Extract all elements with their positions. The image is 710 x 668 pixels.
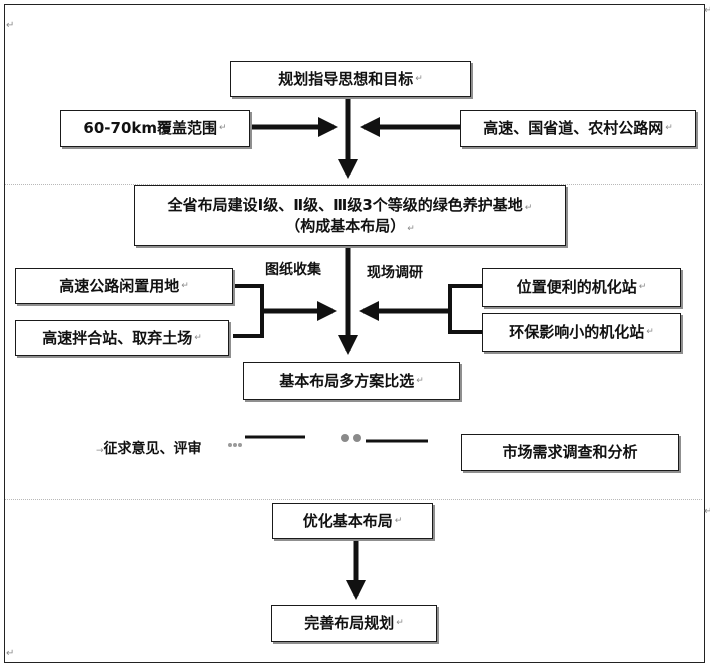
node-coverage: 60-70km覆盖范围↵	[60, 110, 250, 147]
node-final: 完善布局规划↵	[271, 605, 437, 642]
left-edge-mark-bottom: ↵	[6, 648, 15, 659]
node-basic-layout: 全省布局建设Ⅰ级、Ⅱ级、Ⅲ级3个等级的绿色养护基地↵ （构成基本布局）↵	[134, 185, 566, 246]
node-mixing-station: 高速拌合站、取弃土场↵	[15, 320, 229, 356]
label-opinions: →征求意见、评审	[96, 441, 202, 457]
dot-8	[238, 443, 242, 447]
dot-1	[341, 434, 349, 442]
dot-6	[228, 443, 232, 447]
node-network: 高速、国省道、农村公路网↵	[460, 110, 696, 147]
left-edge-mark-top: ↵	[6, 20, 15, 31]
node-guide: 规划指导思想和目标↵	[230, 61, 471, 97]
section-divider-2	[5, 499, 702, 500]
node-market: 市场需求调查和分析	[461, 434, 679, 471]
dot-7	[233, 443, 237, 447]
node-idle-land: 高速公路闲置用地↵	[15, 268, 233, 304]
right-edge-mark-mid: ↵	[704, 506, 710, 517]
node-compare: 基本布局多方案比选↵	[243, 362, 460, 400]
node-optimize: 优化基本布局↵	[272, 503, 433, 539]
diagram-frame	[4, 4, 705, 663]
node-convenient-station: 位置便利的机化站↵	[482, 268, 681, 307]
right-edge-mark-top: ↵	[704, 5, 710, 16]
dot-2	[353, 434, 361, 442]
label-drawings: 图纸收集	[265, 262, 321, 278]
section-divider-1	[5, 184, 702, 185]
label-survey: 现场调研	[367, 265, 423, 281]
node-eco-station: 环保影响小的机化站↵	[482, 313, 681, 352]
